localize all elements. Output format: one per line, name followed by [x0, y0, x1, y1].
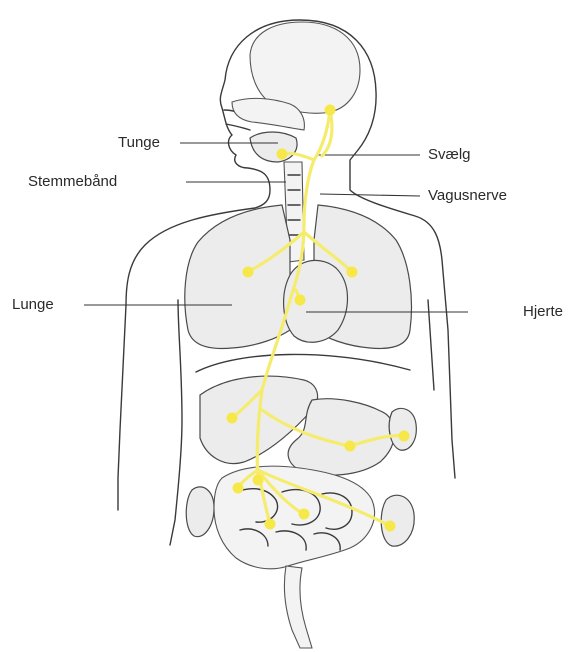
nerve-node	[385, 521, 396, 532]
right-kidney	[381, 495, 414, 546]
right-arm-line	[428, 300, 434, 390]
label-vagusnerve: Vagusnerve	[428, 188, 507, 203]
nerve-node	[325, 105, 336, 116]
tongue	[250, 132, 297, 162]
label-lunge: Lunge	[12, 297, 54, 312]
nerve-node	[345, 441, 356, 452]
nerve-node	[243, 267, 254, 278]
left-lung	[185, 205, 290, 348]
nerve-node	[277, 149, 288, 160]
nerve-node	[399, 431, 410, 442]
left-arm-line	[170, 300, 182, 545]
label-stemmebaand: Stemmebånd	[28, 174, 117, 189]
diaphragm	[196, 354, 410, 372]
rectum	[284, 566, 312, 648]
nerve-node	[265, 519, 276, 530]
nerve-node	[347, 267, 358, 278]
label-tunge: Tunge	[118, 135, 160, 150]
nerve-node	[295, 295, 306, 306]
heart	[284, 260, 348, 342]
nerve-node	[227, 413, 238, 424]
leader-vagusnerve	[320, 194, 420, 196]
nerve-node	[299, 509, 310, 520]
left-kidney	[186, 487, 214, 537]
spleen	[389, 408, 416, 450]
label-svaelg: Svælg	[428, 147, 471, 162]
label-hjerte: Hjerte	[523, 304, 563, 319]
nerve-node	[253, 475, 264, 486]
nerve-node	[233, 483, 244, 494]
intestines	[214, 466, 375, 569]
